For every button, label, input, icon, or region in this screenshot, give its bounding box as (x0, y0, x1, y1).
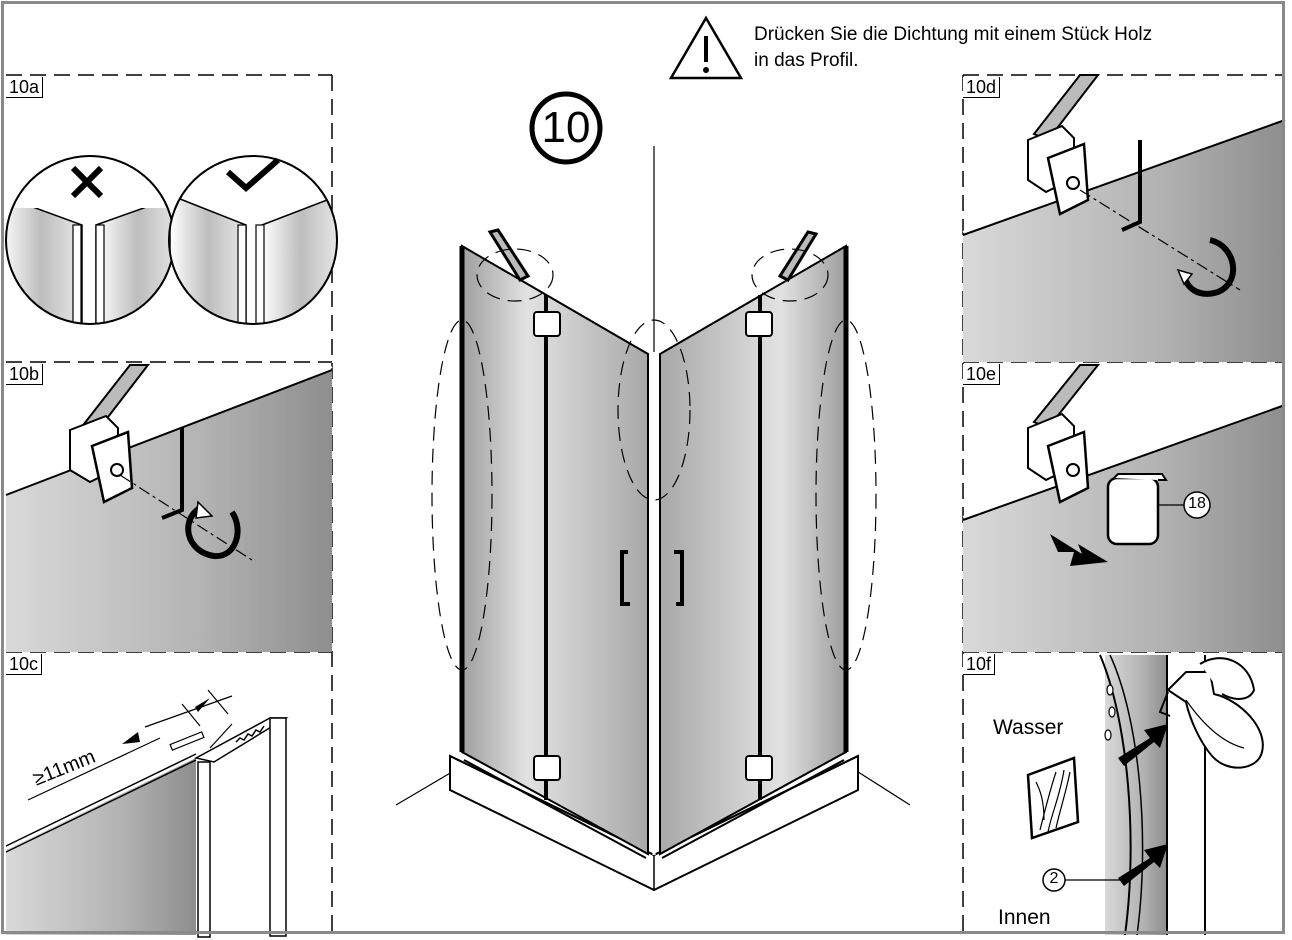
part-number-18: 18 (1188, 495, 1206, 512)
panel-10d-art (962, 74, 1286, 362)
push-arrow-icon (1050, 534, 1108, 566)
part-number-2: 2 (1049, 870, 1059, 887)
step-number: 10 (541, 103, 591, 152)
shower-enclosure (395, 146, 911, 892)
panel-label-10e: 10e (963, 364, 1001, 385)
inside-label: Innen (998, 906, 1051, 929)
panel-10f-art (1026, 654, 1264, 936)
warning-line-2: in das Profil. (754, 50, 859, 71)
push-arrow-icon-upper (1118, 724, 1168, 766)
panel-label-10b: 10b (6, 364, 44, 385)
spray-bottle-icon (1166, 671, 1264, 769)
wrong-mark-icon (70, 165, 104, 199)
panel-label-10f: 10f (963, 654, 996, 675)
panel-label-10a: 10a (6, 77, 44, 98)
panel-10e-art (962, 364, 1286, 652)
panel-10a-art (4, 155, 338, 325)
panel-10c-art (5, 689, 289, 938)
push-arrow-icon-lower (1118, 844, 1168, 886)
step-number-circle (529, 91, 603, 165)
warning-text: Drücken Sie die Dichtung mit einem Stück… (754, 22, 1152, 74)
warning-line-1: Drücken Sie die Dichtung mit einem Stück… (754, 24, 1153, 45)
panel-label-10c: 10c (6, 654, 43, 675)
water-label: Wasser (993, 716, 1064, 739)
correct-mark-icon (226, 157, 280, 192)
warning-icon (668, 15, 744, 80)
cover-cap (1106, 473, 1168, 546)
panel-label-10d: 10d (963, 77, 1001, 98)
panel-10b-art (5, 364, 333, 652)
wood-block (1026, 756, 1080, 840)
